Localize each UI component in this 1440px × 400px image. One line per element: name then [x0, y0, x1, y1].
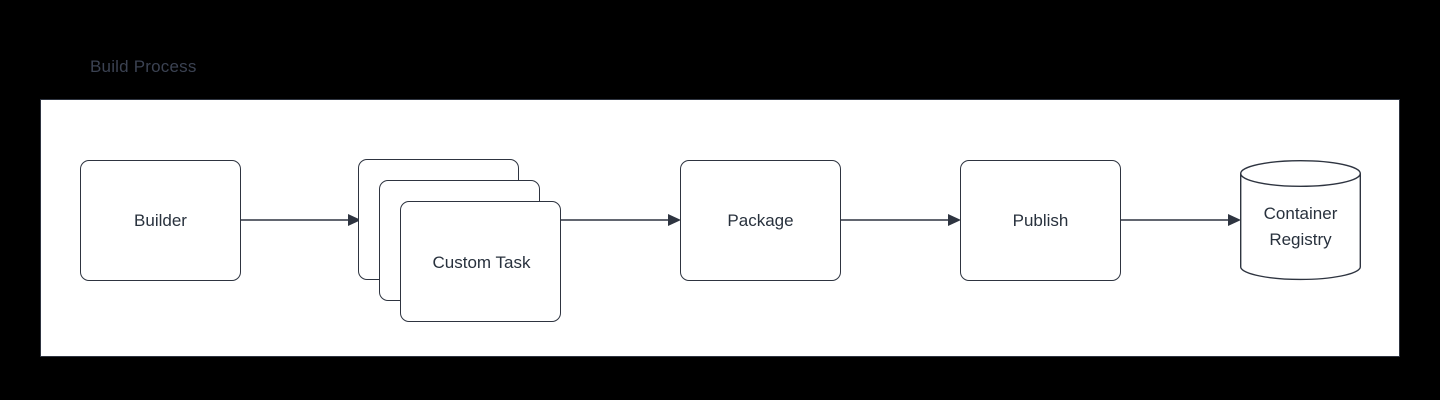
edge-custom-task-to-package: [561, 208, 681, 232]
cylinder-icon: [1240, 160, 1361, 281]
custom-task-card-front-label: Custom Task: [432, 252, 531, 272]
node-container-registry[interactable]: Container Registry: [1240, 160, 1361, 281]
edge-publish-to-container-registry: [1121, 208, 1241, 232]
node-package-label: Package: [727, 210, 794, 230]
diagram-title: Build Process: [90, 57, 197, 76]
edge-builder-to-custom-task: [241, 208, 361, 232]
node-builder[interactable]: Builder: [80, 160, 241, 281]
node-custom-task-stack[interactable]: Custom Task Custom Task Custom Task: [358, 159, 561, 322]
node-publish-label: Publish: [1012, 210, 1069, 230]
build-process-panel: Builder Custom Task Custom Task Custom T…: [40, 99, 1400, 357]
custom-task-card-front[interactable]: Custom Task: [400, 201, 561, 322]
edge-package-to-publish: [841, 208, 961, 232]
node-package[interactable]: Package: [680, 160, 841, 281]
node-publish[interactable]: Publish: [960, 160, 1121, 281]
node-builder-label: Builder: [134, 210, 187, 230]
